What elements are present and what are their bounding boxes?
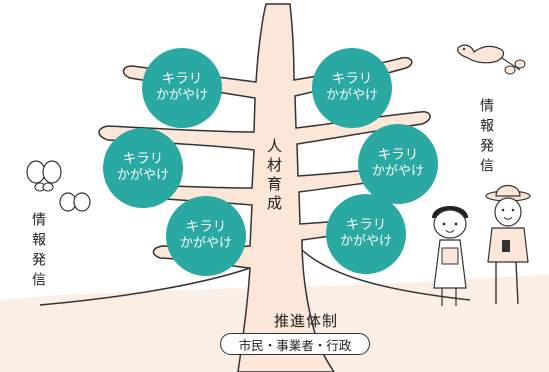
butterfly-icon <box>59 192 91 212</box>
foundation-title: 推進体制 <box>273 312 338 330</box>
child-figure <box>432 206 468 306</box>
leaf-badge: キラリ かがやけ <box>103 128 183 208</box>
leaf-line2: かがやけ <box>116 168 169 184</box>
adult-figure <box>485 184 531 305</box>
leaf-line1: キラリ <box>331 71 373 88</box>
leaf-badge: キラリ かがやけ <box>326 194 406 274</box>
foundation-members-pill: 市民・事業者・行政 <box>220 333 370 355</box>
leaf-badge: キラリ かがやけ <box>312 48 392 128</box>
leaf-line1: キラリ <box>185 219 227 236</box>
leaf-line2: かがやけ <box>325 88 378 104</box>
root-right <box>301 249 471 301</box>
leaf-line2: かがやけ <box>371 164 424 180</box>
trunk-label: 人材育成 <box>265 138 283 214</box>
butterfly-icon <box>26 160 62 192</box>
info-label-right: 情報発信 <box>478 98 494 178</box>
leaf-badge: キラリ かがやけ <box>358 124 438 204</box>
info-label-left: 情報発信 <box>30 212 46 292</box>
foundation-members: 市民・事業者・行政 <box>238 337 352 353</box>
leaf-badge: キラリ かがやけ <box>142 48 222 128</box>
leaf-line1: キラリ <box>161 71 203 88</box>
leaf-line2: かがやけ <box>339 234 392 250</box>
bird-icon <box>457 44 526 75</box>
leaf-line2: かがやけ <box>155 88 208 104</box>
leaf-badge: キラリ かがやけ <box>166 196 246 276</box>
leaf-line1: キラリ <box>122 151 164 168</box>
leaf-line2: かがやけ <box>179 236 232 252</box>
root-left <box>39 267 251 306</box>
leaf-line1: キラリ <box>345 217 387 234</box>
leaf-line1: キラリ <box>377 147 419 164</box>
